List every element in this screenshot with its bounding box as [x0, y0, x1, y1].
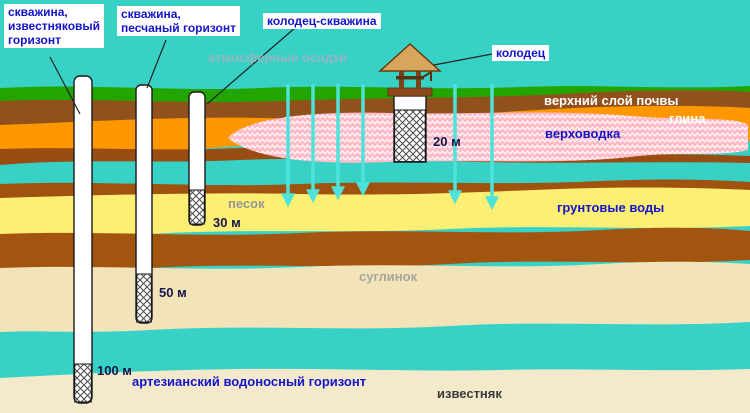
layer-sand	[0, 187, 750, 236]
well-100m	[73, 75, 93, 404]
layer-limestone	[0, 368, 750, 413]
layer-topsoil	[0, 90, 750, 127]
label-sand: песок	[228, 196, 265, 211]
well-30m	[188, 91, 206, 226]
depth-label-20m: 20 м	[433, 134, 461, 149]
well-100m-screen	[74, 363, 92, 403]
well-house	[378, 42, 442, 163]
well-shaft-masonry	[394, 109, 426, 162]
perched-water-texture	[228, 112, 748, 163]
well-50m-screen	[136, 273, 152, 323]
callout-well-borehole: колодец-скважина	[263, 13, 381, 30]
well-post-right	[416, 56, 421, 90]
well-100m-pipe	[73, 75, 93, 404]
depth-label-100m: 100 м	[97, 363, 132, 378]
label-loam: суглинок	[359, 269, 418, 284]
label-limestone: известняк	[437, 386, 502, 401]
precipitation-arrows	[281, 84, 499, 211]
callout-well: колодец	[492, 45, 550, 62]
label-precipitation: атмосферные осадки	[208, 50, 348, 65]
label-artesian: артезианский водоносный горизонт	[132, 374, 367, 389]
well-axle	[396, 76, 424, 80]
layer-brown-3	[0, 227, 750, 270]
well-50m	[135, 84, 153, 324]
callout-well-sand: скважина, песчаный горизонт	[117, 6, 240, 37]
label-groundwater: грунтовые воды	[557, 200, 665, 215]
well-roof	[378, 42, 442, 72]
label-clay: глина	[669, 111, 706, 126]
line-to-well-30m	[206, 26, 297, 105]
label-perched-water: верховодка	[545, 126, 621, 141]
callout-lines	[49, 26, 493, 115]
callout-well-limestone: скважина, известняковый горизонт	[4, 4, 105, 49]
well-30m-screen	[189, 189, 205, 225]
layer-loam	[0, 261, 750, 332]
well-curb	[387, 87, 433, 97]
line-to-well-50m	[146, 39, 167, 89]
line-to-well-100m	[49, 56, 81, 115]
well-post-left	[399, 56, 404, 90]
well-50m-pipe	[135, 84, 153, 324]
depth-label-30m: 30 м	[213, 215, 241, 230]
line-to-well-house	[433, 53, 493, 66]
well-crank	[422, 70, 432, 81]
depth-label-50m: 50 м	[159, 285, 187, 300]
label-topsoil: верхний слой почвы	[544, 93, 679, 108]
